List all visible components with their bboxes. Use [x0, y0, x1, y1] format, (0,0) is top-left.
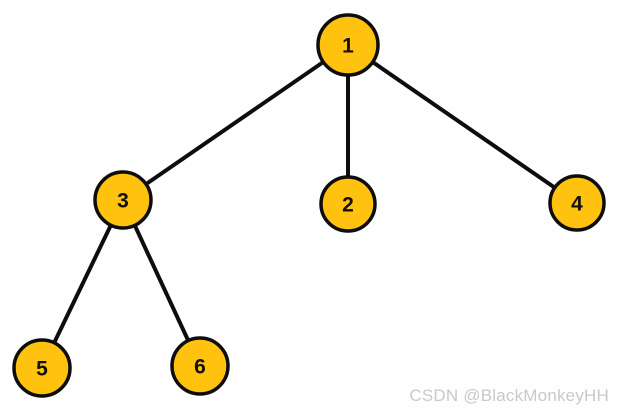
graph-node-circle-6[interactable]	[170, 336, 230, 396]
graph-node-circle-2[interactable]	[319, 175, 377, 233]
graph-node-label-3: 3	[117, 190, 129, 213]
graph-node-circle-5[interactable]	[12, 338, 72, 398]
graph-node-5[interactable]: 5	[12, 338, 72, 398]
graph-node-label-4: 4	[571, 193, 583, 216]
graph-node-circle-1[interactable]	[316, 13, 380, 77]
graph-edge-1-4	[346, 43, 579, 205]
graph-node-3[interactable]: 3	[93, 170, 153, 230]
graph-node-4[interactable]: 4	[548, 174, 606, 232]
graph-node-label-2: 2	[342, 194, 354, 217]
graph-node-circle-3[interactable]	[93, 170, 153, 230]
graph-edge-3-5	[40, 198, 125, 370]
graph-node-6[interactable]: 6	[170, 336, 230, 396]
graph-node-circle-4[interactable]	[548, 174, 606, 232]
graph-edge-1-3	[121, 43, 350, 202]
graph-edge-3-6	[121, 198, 202, 368]
graph-node-2[interactable]: 2	[319, 175, 377, 233]
node-layer: 1 2 3 4 5 6	[12, 13, 606, 398]
graph-node-1[interactable]: 1	[316, 13, 380, 77]
graph-node-label-6: 6	[194, 356, 206, 379]
graph-node-label-1: 1	[342, 35, 354, 58]
graph-node-label-5: 5	[36, 358, 48, 381]
watermark-text: CSDN @BlackMonkeyHH	[409, 386, 609, 405]
